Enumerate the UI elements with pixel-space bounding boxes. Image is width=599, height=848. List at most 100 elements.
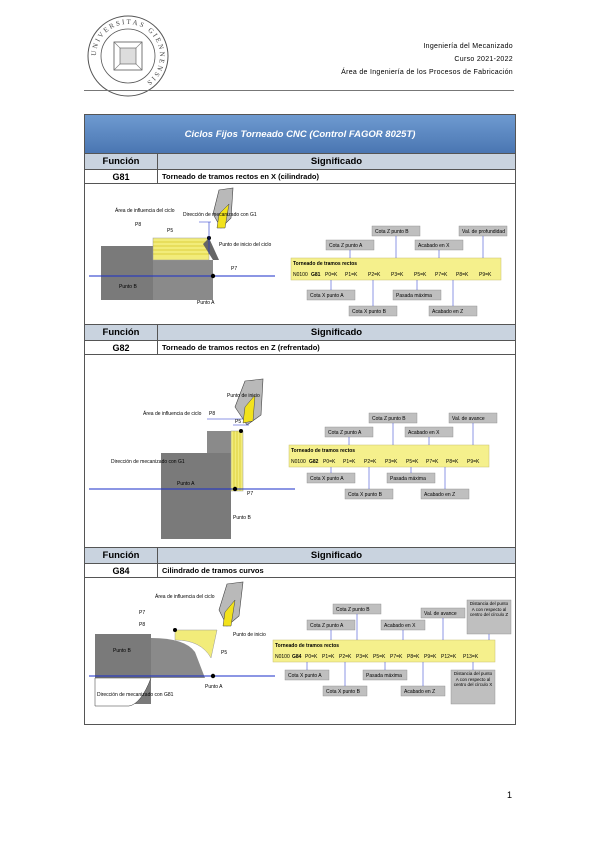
point-a-marker xyxy=(239,429,243,433)
workpiece xyxy=(101,246,153,300)
param: P0=K xyxy=(325,272,338,278)
param: P9=K xyxy=(424,654,437,660)
label-start: Punto de inicio xyxy=(233,632,266,638)
cycle-row-g84: G84 Cilindrado de tramos curvos xyxy=(85,564,515,578)
dimension-lines xyxy=(199,221,211,254)
param: P5=K xyxy=(406,459,419,465)
param: P9=K xyxy=(467,459,480,465)
cycle-code: G81 xyxy=(85,170,158,183)
block-prefix: N0100 xyxy=(293,272,308,278)
program-panel xyxy=(272,639,496,663)
connector-lines xyxy=(330,236,484,306)
label-punto-b: Punto B xyxy=(113,648,131,654)
column-meaning: Significado xyxy=(310,156,363,167)
block-code: G82 xyxy=(309,459,319,465)
label-p8: P8 xyxy=(209,411,215,417)
param: P0=K xyxy=(323,459,336,465)
label-direction: Dirección de mecanizado con G81 xyxy=(97,692,174,698)
workpiece xyxy=(161,453,231,539)
param: P0=K xyxy=(305,654,318,660)
workpiece xyxy=(153,260,213,300)
header-divider xyxy=(84,90,514,91)
tag-top: Cota Z punto B xyxy=(372,416,406,422)
tag-bottom: Cota X punto A xyxy=(288,673,322,679)
tag-bottom: Pasada máxima xyxy=(390,476,426,482)
column-meaning: Significado xyxy=(310,327,363,338)
panel-title: Torneado de tramos rectos xyxy=(291,448,355,454)
note-right-bottom: Distancia del punto A con respecto al ce… xyxy=(453,671,493,687)
param: P1=K xyxy=(343,459,356,465)
tag-bottom: Cota X punto B xyxy=(326,689,361,695)
page-number: 1 xyxy=(507,790,513,800)
diagram-g84: Área de influencia del ciclo Punto de in… xyxy=(85,578,515,724)
label-start: Punto de inicio xyxy=(227,393,260,399)
label-area: Área de influencia del ciclo xyxy=(155,593,215,600)
block-prefix: N0100 xyxy=(275,654,290,660)
cycle-meaning: Torneado de tramos rectos en X (cilindra… xyxy=(162,172,319,181)
tag-bottom: Cota X punto A xyxy=(310,476,344,482)
param: P7=K xyxy=(426,459,439,465)
tag-bottom: Acabado en Z xyxy=(424,492,455,498)
note-right-bottom-box xyxy=(450,669,496,705)
cycle-area xyxy=(174,629,218,659)
tag-bottom: Pasada máxima xyxy=(366,673,402,679)
param: P3=K xyxy=(385,459,398,465)
cycle-meaning: Cilindrado de tramos curvos xyxy=(162,566,264,575)
label-p8: P8 xyxy=(135,222,141,228)
note-right-top: Distancia del punto A con respecto al ce… xyxy=(469,601,509,617)
point-b-marker xyxy=(232,486,238,492)
param: P8=K xyxy=(456,272,469,278)
cycle-area xyxy=(152,237,210,261)
header-subject: Ingeniería del Mecanizado xyxy=(423,43,513,50)
tag-top: Acabado en X xyxy=(408,430,440,436)
cycle-row-g82: G82 Torneado de tramos rectos en Z (refr… xyxy=(85,341,515,355)
tag-bottom: Cota X punto B xyxy=(352,309,387,315)
workpiece xyxy=(151,638,205,678)
panel-title: Torneado de tramos rectos xyxy=(293,261,357,267)
tag-bottom: Acabado en Z xyxy=(404,689,435,695)
label-p5: P5 xyxy=(235,419,241,425)
param: P12=K xyxy=(441,654,457,660)
label-punto-a: Punto A xyxy=(177,481,195,487)
tag-top: Cota Z punto B xyxy=(336,607,370,613)
param: P2=K xyxy=(339,654,352,660)
note-right-top-box xyxy=(466,599,512,635)
header-course: Curso 2021-2022 xyxy=(454,56,513,63)
param: P2=K xyxy=(368,272,381,278)
connector-lines xyxy=(306,614,490,686)
column-meaning: Significado xyxy=(310,550,363,561)
label-p7: P7 xyxy=(247,491,253,497)
cutting-insert xyxy=(222,599,236,627)
header-area: Área de Ingeniería de los Procesos de Fa… xyxy=(341,69,513,76)
connector-lines xyxy=(330,423,474,489)
tag-bottom: Cota X punto B xyxy=(348,492,383,498)
dimension-lines xyxy=(207,418,249,426)
label-punto-a: Punto A xyxy=(205,684,223,690)
label-direction: Dirección de mecanizado con G1 xyxy=(111,459,185,465)
table-title: Ciclos Fijos Torneado CNC (Control FAGOR… xyxy=(85,115,515,154)
university-seal-logo: UNIVERSITAS GIENNENSIS xyxy=(87,15,169,97)
param: P5=K xyxy=(373,654,386,660)
point-a-marker xyxy=(210,273,216,279)
column-function: Función xyxy=(85,325,158,340)
cycle-code: G84 xyxy=(85,564,158,577)
cycle-code: G82 xyxy=(85,341,158,354)
document-header: Ingeniería del Mecanizado Curso 2021-202… xyxy=(341,40,513,79)
tag-top: Acabado en X xyxy=(418,243,450,249)
tag-bottom: Cota X punto A xyxy=(310,293,344,299)
tag-top: Cota Z punto B xyxy=(375,229,409,235)
tag-top: Cota Z punto A xyxy=(328,430,362,436)
param: P3=K xyxy=(391,272,404,278)
diagram-g82: Punto de inicio Área de influencia de ci… xyxy=(85,355,515,548)
column-function: Función xyxy=(85,548,158,563)
label-area: Área de influencia del ciclo xyxy=(115,207,175,214)
table-column-header: Función Significado xyxy=(85,325,515,341)
param: P13=K xyxy=(463,654,479,660)
block-prefix: N0100 xyxy=(291,459,306,465)
label-p5: P5 xyxy=(221,650,227,656)
column-function: Función xyxy=(85,154,158,169)
cutting-insert xyxy=(216,203,230,229)
param: P3=K xyxy=(356,654,369,660)
point-b-marker xyxy=(173,628,177,632)
tag-top: Val. de avance xyxy=(424,611,457,617)
